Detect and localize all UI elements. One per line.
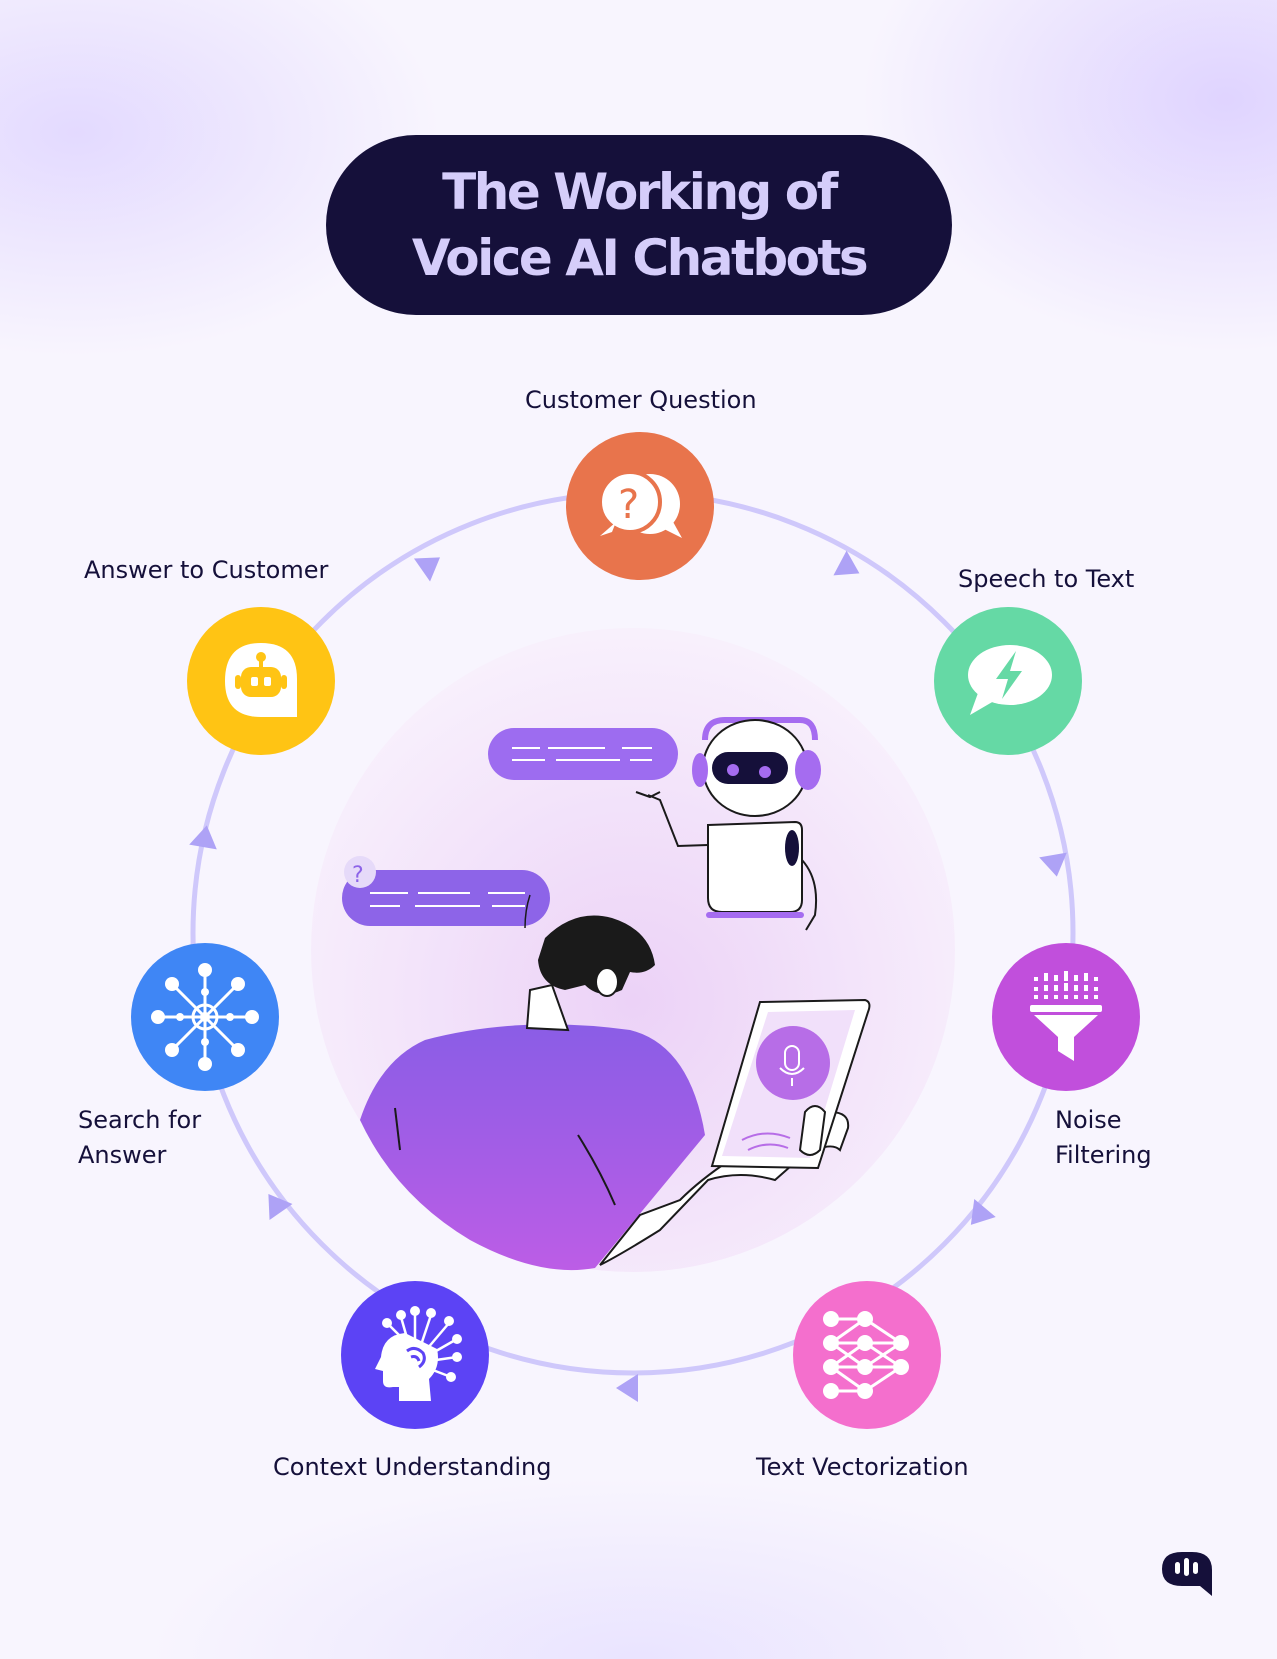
arrow-1 [833,550,860,576]
filter-funnel-icon [1030,971,1102,1061]
step-search-for-answer [131,943,279,1091]
arrow-2 [1039,852,1067,877]
label-customer-question: Customer Question [525,386,757,414]
label-speech-to-text: Speech to Text [958,565,1135,593]
brand-logo [1160,1550,1214,1598]
label-answer-to-customer: Answer to Customer [84,556,329,584]
voice-chat-logo-icon [1162,1552,1212,1596]
person-shirt [360,1024,705,1271]
step-customer-question: ? [566,432,714,580]
question-chat-icon: ? [598,470,682,538]
title-banner: The Working of Voice AI Chatbots [326,135,952,315]
bubble-text-lines [370,747,652,907]
arrow-3 [970,1199,996,1225]
tablet [710,998,871,1170]
step-speech-to-text [934,607,1082,755]
flow-arrows [189,550,1067,1402]
arrow-7 [413,557,441,582]
arrow-4 [616,1374,638,1402]
person-neck [525,983,570,1032]
label-text-vectorization: Text Vectorization [756,1453,969,1481]
robot-figure [635,717,821,931]
robot-bubble-icon [225,643,297,717]
svg-text:?: ? [618,482,639,528]
arrow-5 [268,1193,293,1221]
brain-head-icon [375,1306,462,1401]
label-search-for-answer: Search for Answer [78,1106,202,1169]
neural-network-icon [823,1311,909,1399]
step-noise-filtering [992,943,1140,1091]
label-noise-filtering: Noise Filtering [1055,1106,1152,1169]
title-line-2: Voice AI Chatbots [411,229,869,287]
svg-text:?: ? [352,863,364,888]
title-line-1: The Working of [442,163,838,221]
network-hub-icon [151,963,259,1071]
robot-speech-bubble [488,728,678,780]
person-speech-bubble [342,870,550,926]
step-context-understanding [341,1281,489,1429]
lightning-speech-icon [968,645,1052,715]
arrow-6 [189,825,217,850]
step-answer-to-customer [187,607,335,755]
person-hair [538,915,655,994]
step-text-vectorization [793,1281,941,1429]
question-badge [344,856,376,888]
label-context-understanding: Context Understanding [273,1453,552,1481]
